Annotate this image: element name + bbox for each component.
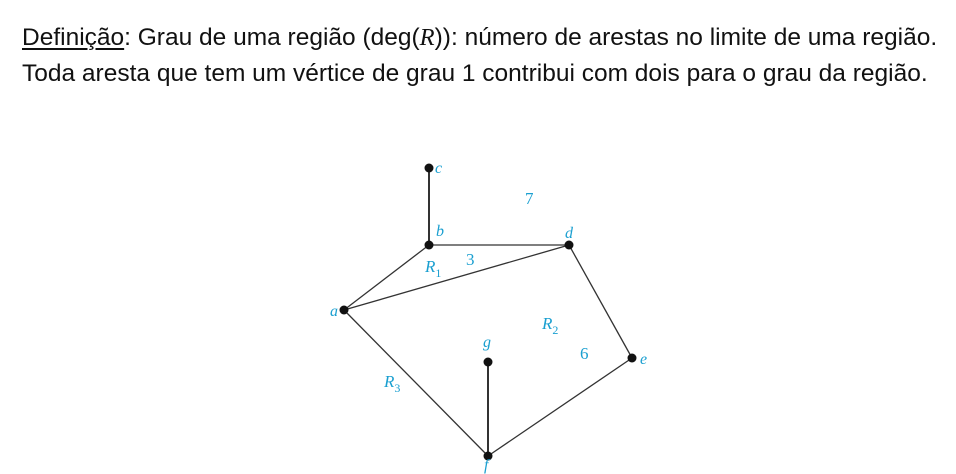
vertex-label-b: b [436, 223, 444, 240]
region-label-R3: R3 [383, 372, 400, 395]
definition-math-symbol: R [419, 24, 435, 51]
region-label-R1: R1 [424, 257, 441, 280]
graph-labels: a b c d e f g R1 3R2 6R3 7 [330, 160, 647, 474]
vertex-e [627, 353, 637, 363]
definition-text-end: )): número de arestas no limite de uma r… [22, 24, 938, 87]
edge-e-f [487, 357, 633, 457]
vertex-label-a: a [330, 303, 338, 320]
vertex-label-d: d [565, 225, 574, 242]
vertex-g [483, 357, 493, 367]
graph-edges [343, 168, 633, 457]
vertex-a [339, 305, 349, 315]
region-degree-outer: 7 [525, 189, 534, 208]
vertex-label-e: e [640, 351, 647, 368]
vertex-b [424, 240, 434, 250]
edge-a-f [343, 309, 489, 457]
definition-text-start: : Grau de uma região (deg( [124, 24, 420, 51]
vertex-label-g: g [483, 334, 491, 351]
vertex-f [483, 451, 493, 461]
vertex-label-c: c [435, 160, 442, 177]
vertex-label-f: f [484, 457, 491, 474]
region-degree-R2: 6 [580, 344, 589, 363]
edge-a-b [343, 244, 430, 311]
region-degree-R1: 3 [466, 250, 475, 269]
definition-paragraph: Definição: Grau de uma região (deg(R)): … [22, 20, 942, 92]
vertex-c [424, 163, 434, 173]
edge-d-e [568, 244, 633, 359]
graph-vertices [339, 163, 637, 461]
definition-term: Definição [22, 24, 125, 51]
edge-a-d [343, 244, 570, 311]
region-label-R2: R2 [541, 314, 558, 337]
vertex-d [564, 240, 574, 250]
